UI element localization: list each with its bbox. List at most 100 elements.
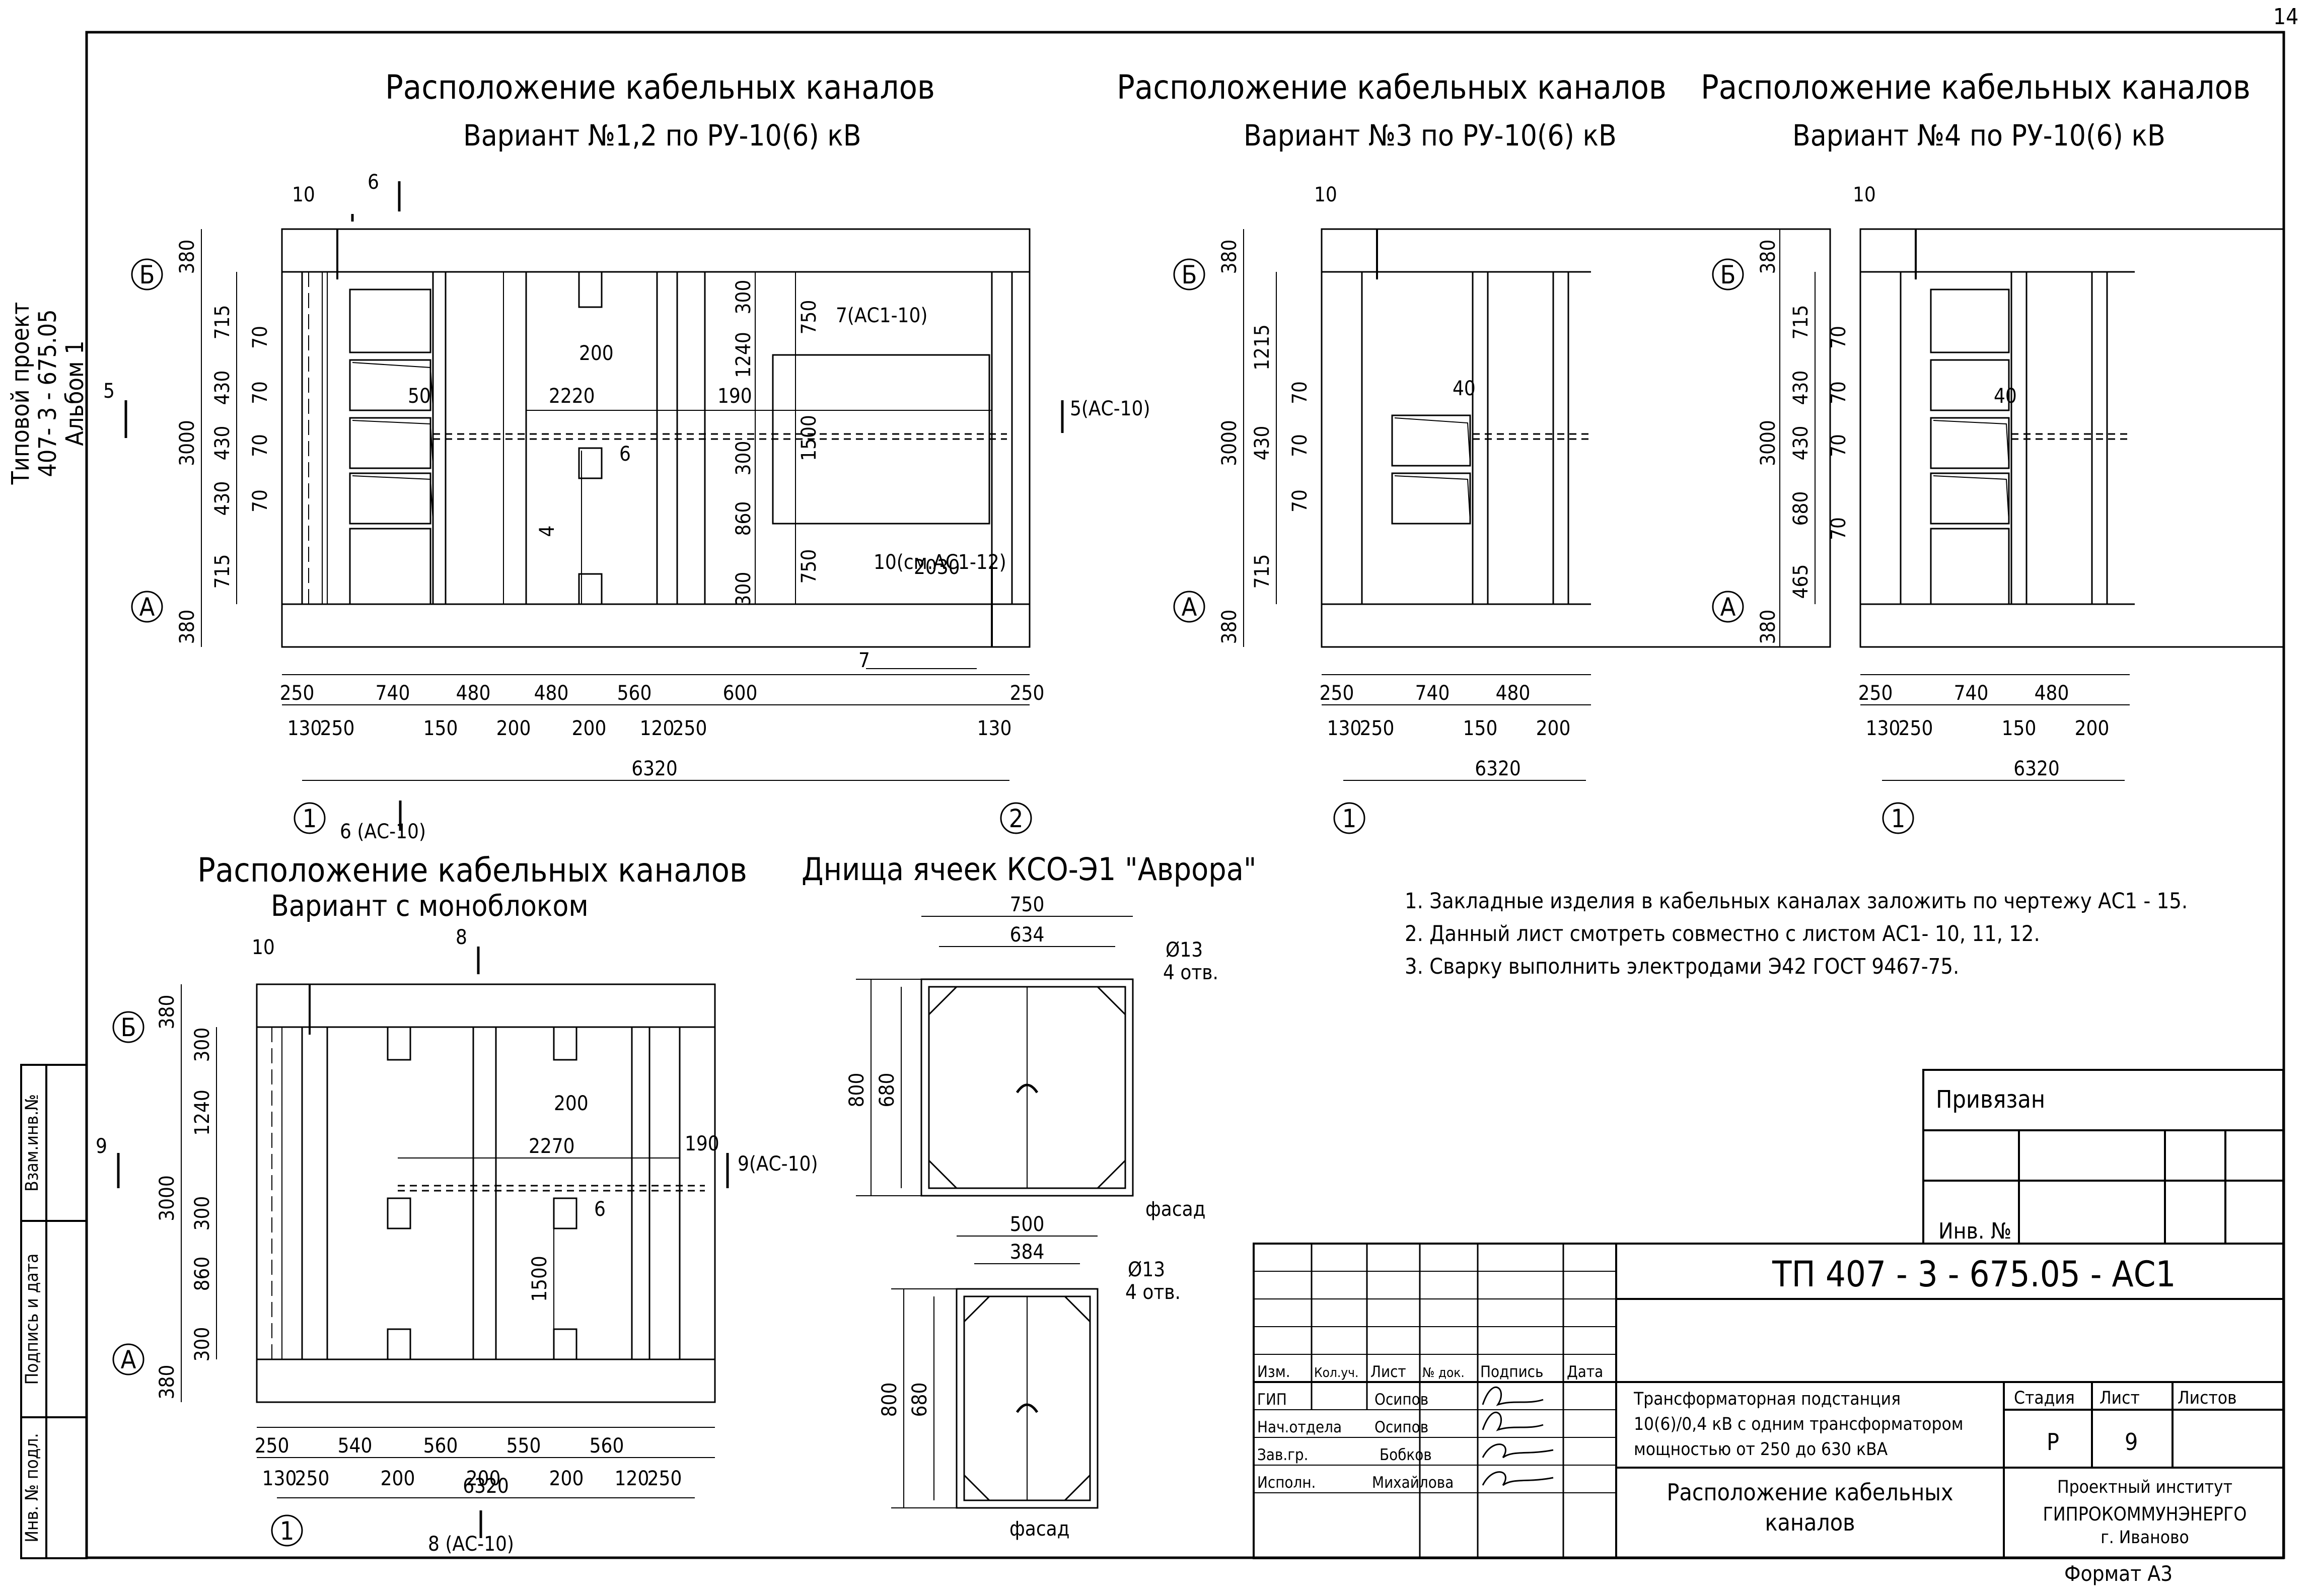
tb-project-desc-1: Трансформаторная подстанция xyxy=(1633,1389,1901,1409)
dim-text: 200 xyxy=(572,717,607,740)
plan3-axis-marks xyxy=(1712,258,1914,834)
dim-text: 1240 xyxy=(732,332,755,378)
plan3-drawing xyxy=(1859,228,2284,648)
dim-text: 430 xyxy=(211,426,234,461)
plan1-axis-1: 1 xyxy=(303,804,317,833)
dim-text: 250 xyxy=(1320,682,1354,705)
dim-overall: 6320 xyxy=(463,1475,509,1498)
dim-text: 480 xyxy=(534,682,569,705)
monoblock-subtitle: Вариант с моноблоком xyxy=(271,889,589,923)
cell-bottom-1-dims: 750 634 800 680 Ø13 4 отв. фасад xyxy=(845,893,1218,1221)
dim-text: 150 xyxy=(423,717,458,740)
plan1-axis-A: А xyxy=(139,593,155,622)
tb-org-1: Проектный институт xyxy=(2057,1477,2232,1497)
mark-label: 10 xyxy=(252,936,275,959)
monoblock-drawing xyxy=(256,983,716,1403)
dim-text: 70 xyxy=(249,489,272,513)
mark-label: 5(АС-10) xyxy=(1070,397,1150,420)
dim-text: 130 xyxy=(262,1467,297,1490)
dim-text: 200 xyxy=(466,1467,501,1490)
tb-sheets-header: Листов xyxy=(2178,1388,2237,1408)
plan2-drawing xyxy=(1321,228,1831,648)
dim-text: 465 xyxy=(1789,564,1813,599)
tb-role: Зав.гр. xyxy=(1257,1446,1308,1464)
dim-text: 130 xyxy=(977,717,1012,740)
mark-label: 200 xyxy=(554,1092,589,1115)
dim-text: 750 xyxy=(1010,893,1045,916)
dim-text: 740 xyxy=(1415,682,1450,705)
dim-text: 384 xyxy=(1010,1241,1045,1264)
dim-text: 715 xyxy=(211,305,234,340)
plan2-axis-1: 1 xyxy=(1342,804,1357,833)
tb-org-3: г. Иваново xyxy=(2101,1528,2189,1548)
cell-bottom-2 xyxy=(891,1236,1099,1509)
mark-label: 6 xyxy=(619,443,631,466)
monoblock-title: Расположение кабельных каналов xyxy=(197,851,747,890)
dim-text: 600 xyxy=(723,682,758,705)
dim-text: 380 xyxy=(1218,610,1241,644)
dim-text: 200 xyxy=(1536,717,1571,740)
dim-total: 3000 xyxy=(156,1175,179,1221)
dim-text: 750 xyxy=(798,549,821,584)
tb-project-desc-2: 10(6)/0,4 кВ с одним трансформатором xyxy=(1634,1414,1963,1434)
hole-label: Ø13 xyxy=(1128,1258,1165,1281)
dim-text: 480 xyxy=(2035,682,2069,705)
facade-label: фасад xyxy=(1009,1517,1070,1541)
tb-drawing-title-2: каналов xyxy=(1765,1509,1855,1536)
dim-text: 70 xyxy=(249,434,272,457)
dim-text: 1500 xyxy=(798,415,821,461)
side-box-inv: Инв. № подл. xyxy=(22,1433,42,1542)
monoblock-axis-A: А xyxy=(121,1345,136,1374)
dim-text: 300 xyxy=(191,1196,214,1231)
plan3-dimlines xyxy=(1779,229,2130,781)
dim-text: 1500 xyxy=(528,1256,551,1302)
dim-text: 715 xyxy=(211,554,234,589)
dim-text: 200 xyxy=(381,1467,415,1490)
dim-text: 200 xyxy=(496,717,531,740)
mark-label: 50 xyxy=(408,385,431,408)
dim-text: 430 xyxy=(211,371,234,405)
dim-text: 130 xyxy=(287,717,322,740)
dim-text: 250 xyxy=(295,1467,330,1490)
mark-label: 40 xyxy=(1994,385,2017,408)
dim-text: 715 xyxy=(1251,554,1274,589)
dim-text: 200 xyxy=(549,1467,584,1490)
plan2-subtitle: Вариант №3 по РУ-10(6) кВ xyxy=(1244,118,1617,153)
tb-name: Осипов xyxy=(1374,1418,1428,1436)
tb-header-kol: Кол.уч. xyxy=(1314,1365,1358,1381)
page-number: 14 xyxy=(2273,4,2299,30)
plan1-drawing xyxy=(281,228,1031,648)
side-box-vzam: Взам.инв.№ xyxy=(22,1094,42,1192)
dim-text: 70 xyxy=(1827,517,1850,540)
tb-header-data: Дата xyxy=(1567,1363,1603,1381)
dim-text: 380 xyxy=(1218,240,1241,274)
plan1-left-dims: 380 715 430 430 430 715 380 3000 70 70 7… xyxy=(176,240,272,644)
dim-text: 380 xyxy=(1757,610,1780,644)
note-3: 3. Сварку выполнить электродами Э42 ГОСТ… xyxy=(1405,954,1960,979)
cell-bottom-1 xyxy=(856,916,1134,1197)
mark-label: 10 xyxy=(1853,183,1876,206)
tb-stage: Р xyxy=(2047,1428,2059,1456)
plan3-left-dims: 380 715 430 430 680 465 380 3000 70 70 7… xyxy=(1757,240,1850,644)
mark-label: 7 xyxy=(858,649,870,672)
mark-label: 2270 xyxy=(529,1135,575,1158)
tb-role: Исполн. xyxy=(1257,1474,1316,1492)
dim-text: 130 xyxy=(1866,717,1901,740)
dim-text: 1215 xyxy=(1251,324,1274,371)
tb-drawing-title-1: Расположение кабельных xyxy=(1667,1479,1953,1506)
monoblock-bottom-dims: 250 540 560 550 560 130 250 200 200 200 … xyxy=(96,926,818,1556)
dim-total: 3000 xyxy=(1218,420,1241,466)
bottoms-title: Днища ячеек КСО-Э1 "Аврора" xyxy=(802,851,1257,888)
mark-label: 2030 xyxy=(914,556,960,579)
tb-header-podpis: Подпись xyxy=(1480,1363,1543,1381)
dim-text: 380 xyxy=(156,995,179,1030)
tb-header-izm: Изм. xyxy=(1257,1363,1290,1381)
monoblock-left-dims: 380 300 1240 300 860 300 380 3000 1500 xyxy=(156,995,551,1400)
sheet-frame xyxy=(85,31,2285,1559)
mark-label: 8 xyxy=(456,926,467,949)
dim-text: 4 xyxy=(536,526,559,537)
mark-label: 8 (АС-10) xyxy=(428,1533,514,1556)
dim-text: 200 xyxy=(2075,717,2110,740)
dim-text: 250 xyxy=(1858,682,1893,705)
mark-label: 190 xyxy=(717,385,752,408)
